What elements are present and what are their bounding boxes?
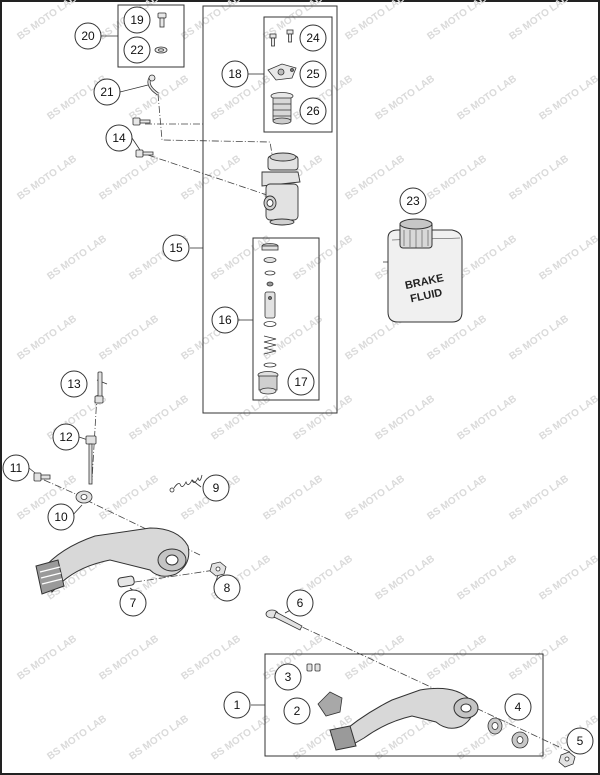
- callout-7[interactable]: 7: [119, 589, 147, 617]
- callout-22-label: 22: [130, 43, 144, 57]
- part-screw-14a: [132, 117, 151, 126]
- callout-5[interactable]: 5: [566, 727, 594, 755]
- callout-15-label: 15: [169, 241, 183, 255]
- part-brake-pedal-7: [35, 527, 190, 595]
- part-clevis-10: [75, 443, 93, 504]
- callout-4[interactable]: 4: [504, 693, 532, 721]
- part-nut-12: [85, 435, 97, 445]
- callout-17-label: 17: [294, 375, 308, 389]
- callout-6[interactable]: 6: [286, 589, 314, 617]
- callout-17[interactable]: 17: [287, 368, 315, 396]
- part-brake-fluid-bottle: [387, 218, 463, 323]
- callout-23[interactable]: 23: [399, 187, 427, 215]
- callout-18[interactable]: 18: [221, 60, 249, 88]
- callout-16-label: 16: [218, 313, 232, 327]
- group-box-15: [202, 5, 338, 414]
- part-brake-pedal-1: [329, 687, 479, 751]
- callout-2-label: 2: [294, 704, 301, 718]
- part-bellows-26: [270, 92, 294, 125]
- callout-8-label: 8: [224, 581, 231, 595]
- part-pad-2: [317, 691, 343, 717]
- callout-24[interactable]: 24: [299, 24, 327, 52]
- callout-5-label: 5: [577, 734, 584, 748]
- callout-6-label: 6: [297, 596, 304, 610]
- callout-26[interactable]: 26: [299, 97, 327, 125]
- callout-layer: 1 2 3 4 5 6 7 8 9 10 11 12 13 14 15 16 1…: [2, 6, 594, 755]
- part-screw-14b: [135, 149, 154, 158]
- callout-3[interactable]: 3: [274, 663, 302, 691]
- callout-8[interactable]: 8: [213, 574, 241, 602]
- part-spring-9: [169, 474, 203, 493]
- callout-13[interactable]: 13: [60, 370, 88, 398]
- callout-12[interactable]: 12: [52, 423, 80, 451]
- callout-11[interactable]: 11: [2, 454, 30, 482]
- callout-26-label: 26: [306, 104, 320, 118]
- callout-14[interactable]: 14: [105, 124, 133, 152]
- callout-24-label: 24: [306, 31, 320, 45]
- callout-4-label: 4: [515, 700, 522, 714]
- callout-11-label: 11: [10, 461, 23, 475]
- callout-20-label: 20: [81, 29, 95, 43]
- part-seal-22: [154, 46, 168, 54]
- callout-13-label: 13: [67, 377, 81, 391]
- callout-12-label: 12: [59, 430, 73, 444]
- callout-15[interactable]: 15: [162, 234, 190, 262]
- part-screw-19: [157, 12, 167, 28]
- callout-7-label: 7: [130, 596, 137, 610]
- callout-10-label: 10: [54, 510, 68, 524]
- part-rod-13: [94, 371, 104, 404]
- callout-14-label: 14: [112, 131, 126, 145]
- part-nut-5: [558, 751, 576, 768]
- callout-1-label: 1: [234, 698, 241, 712]
- group-box-16: [252, 237, 320, 401]
- part-hose-21: [147, 74, 159, 96]
- callout-2[interactable]: 2: [283, 697, 311, 725]
- group-box-18: [263, 16, 333, 133]
- callout-21[interactable]: 21: [93, 78, 121, 106]
- callout-25-label: 25: [306, 67, 320, 81]
- part-bellows-17: [257, 371, 279, 395]
- part-nut-8: [209, 561, 227, 577]
- part-clips-3: [306, 663, 321, 672]
- part-pin-6: [265, 609, 303, 631]
- callout-19[interactable]: 19: [123, 6, 151, 34]
- callout-19-label: 19: [130, 13, 144, 27]
- callout-16[interactable]: 16: [211, 306, 239, 334]
- callout-21-label: 21: [100, 85, 114, 99]
- callout-23-label: 23: [406, 194, 420, 208]
- part-cover-25: [267, 63, 297, 81]
- callout-9-label: 9: [213, 481, 220, 495]
- callout-10[interactable]: 10: [47, 503, 75, 531]
- callout-9[interactable]: 9: [202, 474, 230, 502]
- part-bolt-11: [33, 472, 51, 482]
- callout-25[interactable]: 25: [299, 60, 327, 88]
- callout-20[interactable]: 20: [74, 22, 102, 50]
- callout-22[interactable]: 22: [123, 36, 151, 64]
- part-screws-24: [269, 29, 294, 47]
- callout-1[interactable]: 1: [223, 691, 251, 719]
- callout-3-label: 3: [285, 670, 292, 684]
- part-piston-kit-16: [261, 243, 279, 368]
- part-bushings-4: [487, 717, 529, 749]
- callout-18-label: 18: [228, 67, 242, 81]
- part-master-cylinder: [261, 152, 301, 226]
